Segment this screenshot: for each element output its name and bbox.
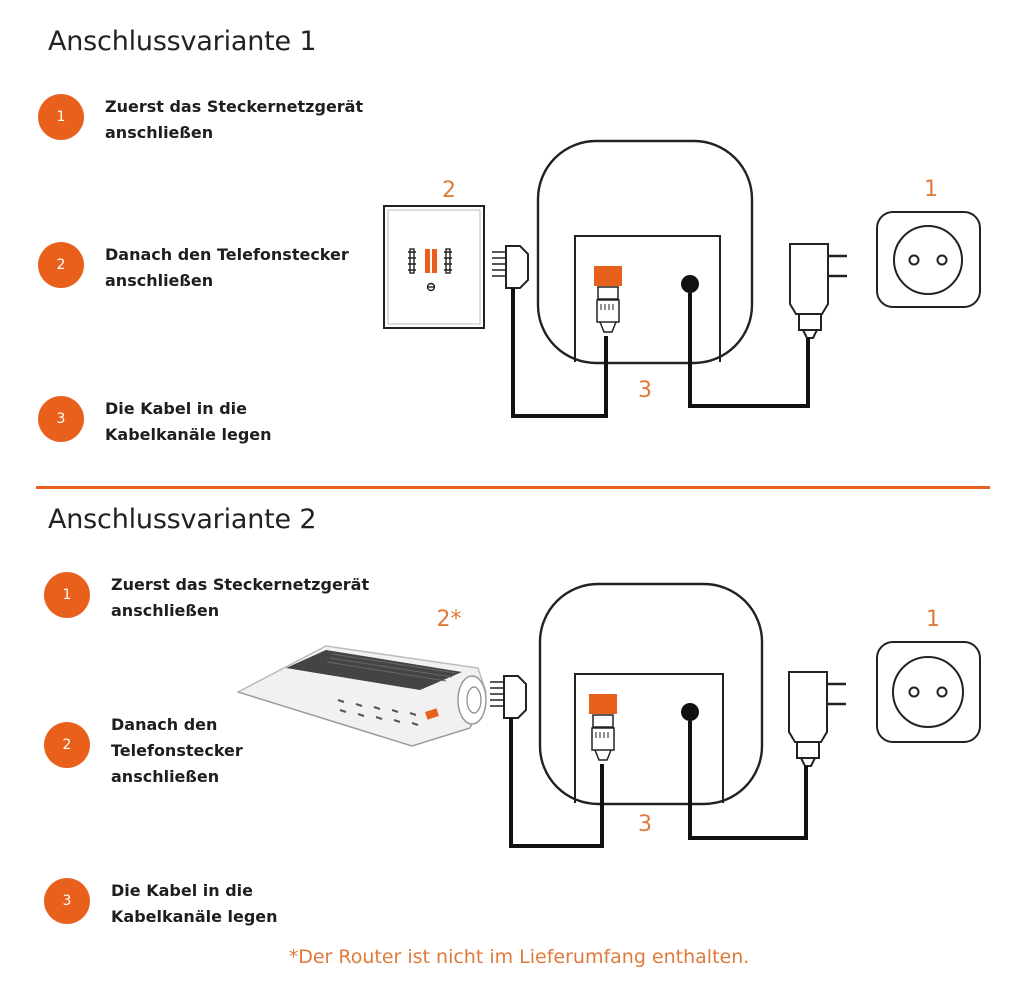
- step-text: Danach den Telefonstecker anschließen: [111, 715, 243, 786]
- step-number-badge: 2: [44, 722, 90, 768]
- cable-lines: [509, 718, 808, 848]
- variant-2-diagram: 2* 1 3: [236, 582, 981, 848]
- power-adapter-icon: [788, 671, 846, 767]
- variant-2-title: Anschlussvariante 2: [48, 504, 317, 535]
- step-text: Zuerst das Steckernetzgerät anschließen: [105, 97, 364, 142]
- step-number-badge: 3: [38, 396, 84, 442]
- phone-plug-icon: [490, 675, 527, 719]
- cable-lines: [511, 288, 810, 418]
- power-adapter-icon: [789, 243, 847, 339]
- step-number-badge: 1: [44, 572, 90, 618]
- step-number-badge: 3: [44, 878, 90, 924]
- section-divider: [36, 486, 990, 489]
- wall-jack-icon: [383, 205, 485, 329]
- variant-2-section: Anschlussvariante 2 1 Zuerst das Stecker…: [0, 490, 1024, 930]
- label-router: 2*: [437, 607, 462, 632]
- step-text: Die Kabel in die Kabelkanäle legen: [105, 399, 272, 444]
- label-power-outlet: 1: [924, 177, 938, 202]
- footnote: *Der Router ist nicht im Lieferumfang en…: [288, 946, 750, 968]
- base-station-icon: [538, 582, 764, 806]
- label-cable-channel: 3: [638, 812, 652, 837]
- step-number-badge: 1: [38, 94, 84, 140]
- label-power-outlet: 1: [926, 607, 940, 632]
- step-text: Danach den Telefonstecker anschließen: [105, 245, 349, 290]
- variant-1-title: Anschlussvariante 1: [48, 26, 317, 57]
- power-outlet-icon: [876, 211, 981, 308]
- label-wall-jack: 2: [442, 178, 456, 203]
- power-outlet-icon: [876, 641, 981, 743]
- step-text: Zuerst das Steckernetzgerät anschließen: [111, 575, 370, 620]
- variant-1-section: Anschlussvariante 1 1 Zuerst das Stecker…: [0, 0, 1024, 480]
- router-icon: [236, 645, 487, 747]
- step-number-badge: 2: [38, 242, 84, 288]
- label-cable-channel: 3: [638, 378, 652, 403]
- phone-plug-icon: [492, 245, 529, 289]
- step-text: Die Kabel in die Kabelkanäle legen: [111, 881, 278, 926]
- variant-1-diagram: 2 1 3: [383, 139, 981, 418]
- base-station-icon: [536, 139, 754, 365]
